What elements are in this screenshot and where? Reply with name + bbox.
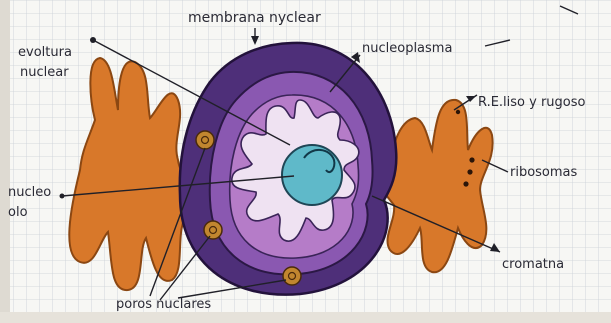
ribosome-dot — [469, 157, 474, 162]
paper-left-shadow — [0, 0, 10, 323]
nuclear-pore — [196, 131, 214, 149]
nucleolus — [282, 145, 342, 205]
label-nucleoplasma: nucleoplasma — [362, 41, 452, 56]
label-cromatina: cromatna — [502, 257, 564, 272]
label-membrana-nuclear: membrana nyclear — [188, 10, 321, 26]
leader-dot — [60, 194, 65, 199]
label-retiuclo: R.E.liso y rugoso — [478, 95, 586, 110]
label-nucleolo-line2: olo — [8, 205, 28, 220]
label-envoltura-line1: evoltura — [18, 45, 72, 60]
label-envoltura-line2: nuclear — [20, 65, 69, 80]
label-ribosomas: ribosomas — [510, 165, 578, 180]
label-nucleolo-line1: nucleo — [8, 185, 51, 200]
paper-bottom-shadow — [0, 312, 611, 323]
label-poros-nucleares: poros nuclares — [116, 297, 211, 312]
ribosome-dot — [456, 110, 460, 114]
nuclear-pore — [283, 267, 301, 285]
nuclear-pore — [204, 221, 222, 239]
ribosome-dot — [467, 169, 472, 174]
ribosome-dot — [463, 181, 468, 186]
leader-dot — [90, 37, 96, 43]
